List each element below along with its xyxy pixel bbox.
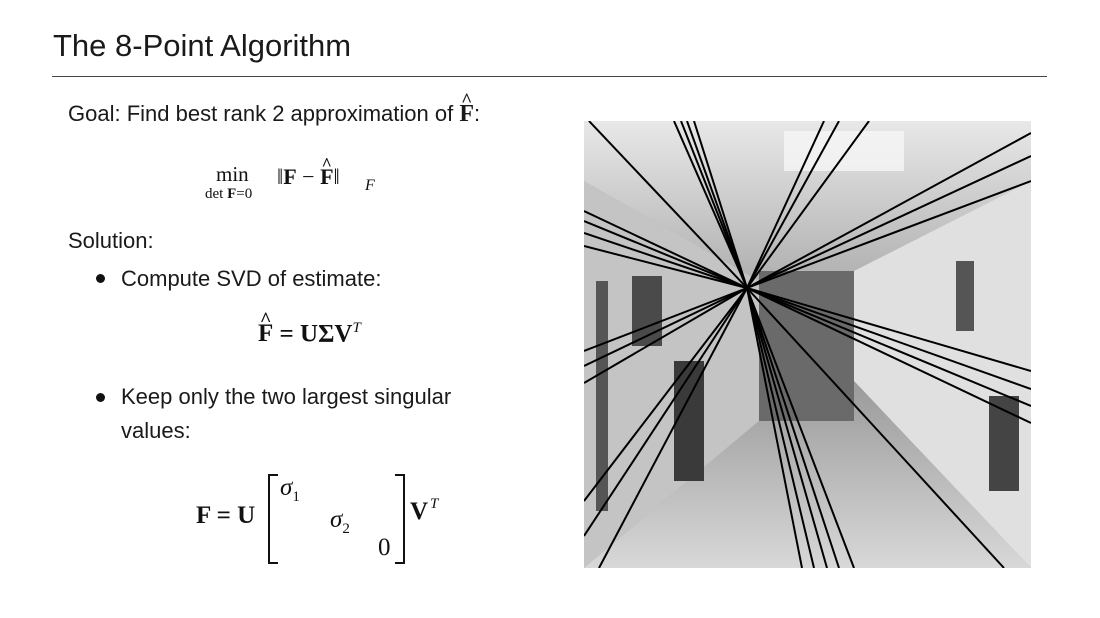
slide-title: The 8-Point Algorithm bbox=[53, 28, 352, 63]
bullet-dot bbox=[96, 393, 105, 402]
hallway-illustration bbox=[584, 121, 1031, 568]
norm-subscript: F bbox=[365, 177, 375, 194]
sigma1: σ1 bbox=[280, 474, 300, 505]
rank2-equation: F = U σ1 σ2 0 V T bbox=[196, 470, 456, 570]
bullet-dot bbox=[96, 274, 105, 283]
sigma2: σ2 bbox=[330, 506, 350, 537]
min-equation: min det F=0 ‖F − F‖ F bbox=[205, 150, 405, 210]
rank-sup: T bbox=[430, 496, 439, 512]
svd-sup: T bbox=[352, 320, 361, 336]
svd-equation: F = UΣVT bbox=[258, 320, 361, 348]
hallway-epipolar-lines-photo bbox=[584, 121, 1031, 568]
min-operator: min bbox=[216, 162, 249, 186]
left-bracket bbox=[268, 474, 278, 564]
min-subscript: det F=0 bbox=[205, 186, 253, 202]
rank-lhs: F = U bbox=[196, 502, 256, 529]
goal-line: Goal: Find best rank 2 approximation of … bbox=[68, 101, 480, 128]
title-divider bbox=[52, 76, 1047, 77]
bullet-keep-line1: Keep only the two largest singular bbox=[121, 384, 452, 409]
bullet-keep-line2: values: bbox=[121, 418, 191, 443]
right-bracket bbox=[395, 474, 405, 564]
solution-label: Solution: bbox=[68, 228, 154, 253]
bullet-svd: Compute SVD of estimate: bbox=[121, 266, 382, 291]
rank-rhs: V bbox=[410, 498, 429, 525]
goal-f-hat: F bbox=[459, 101, 474, 128]
svd-rhs: = UΣV bbox=[279, 320, 353, 348]
svd-lhs: F bbox=[258, 320, 273, 348]
goal-prefix: Goal: Find best rank 2 approximation of bbox=[68, 101, 460, 126]
goal-suffix: : bbox=[474, 101, 481, 126]
zero-entry: 0 bbox=[378, 534, 391, 561]
min-body: ‖F − F‖ bbox=[277, 164, 340, 190]
